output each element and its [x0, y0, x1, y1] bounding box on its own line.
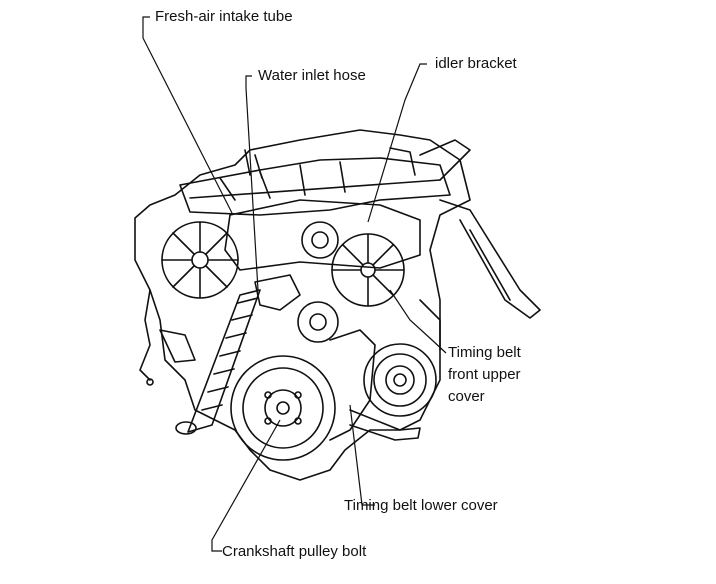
leader-lower-cover	[349, 404, 375, 506]
label-timing-belt-lower-cover: Timing belt lower cover	[344, 497, 498, 514]
water-inlet-hose	[187, 289, 261, 433]
label-timing-belt-front-upper-3: cover	[448, 388, 485, 405]
label-timing-belt-front-upper-2: front upper	[448, 366, 521, 383]
leader-front-upper-cover	[389, 289, 447, 354]
label-idler-bracket: idler bracket	[435, 55, 517, 72]
leader-water-inlet	[245, 75, 259, 291]
label-crankshaft-pulley-bolt: Crankshaft pulley bolt	[222, 543, 367, 560]
water-pump-pulley	[363, 343, 437, 417]
leader-fresh-air	[142, 16, 233, 214]
engine-block-outline	[134, 129, 471, 481]
intake-manifold	[179, 157, 451, 216]
label-water-inlet-hose: Water inlet hose	[258, 67, 366, 84]
label-timing-belt-front-upper-1: Timing belt	[448, 344, 521, 361]
fresh-air-tube-right	[419, 139, 471, 181]
timing-belt-lower-cover	[329, 329, 376, 441]
label-fresh-air-intake-tube: Fresh-air intake tube	[155, 8, 293, 25]
leader-crank-bolt	[211, 419, 281, 552]
crankshaft-pulley	[230, 355, 336, 461]
leader-idler-bracket	[367, 63, 427, 223]
